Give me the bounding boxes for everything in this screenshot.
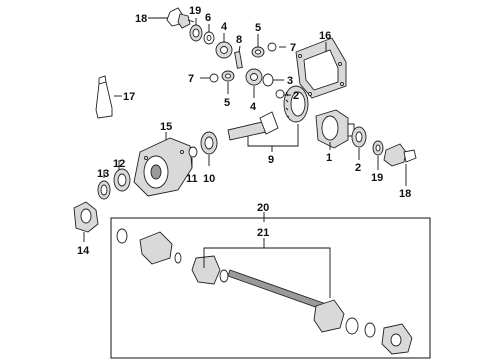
callout-18-top: 18 xyxy=(135,13,147,25)
callout-9: 9 xyxy=(268,154,274,166)
callout-6: 6 xyxy=(205,12,211,24)
callout-19-right: 19 xyxy=(371,172,383,184)
callout-11: 11 xyxy=(186,173,198,185)
callout-13: 13 xyxy=(97,168,109,180)
callout-18-right: 18 xyxy=(399,188,411,200)
part-5-pinion-gear-top xyxy=(251,46,265,58)
callout-1: 1 xyxy=(326,152,332,164)
part-17-sealant-tube xyxy=(95,75,113,119)
part-2-bearing-mid xyxy=(275,89,285,99)
leader-lines xyxy=(83,17,407,298)
callout-21: 21 xyxy=(257,227,269,239)
part-19-seal-right xyxy=(372,140,384,156)
callout-2-mid: 2 xyxy=(293,90,299,102)
callout-5-top: 5 xyxy=(255,22,261,34)
part-3-washer xyxy=(262,73,274,87)
callout-labels: 18 19 6 4 8 5 7 16 17 7 5 4 3 2 15 9 1 2… xyxy=(77,5,411,257)
part-13-seal xyxy=(97,180,111,200)
part-7-thrust-washer-right xyxy=(267,42,277,52)
callout-17: 17 xyxy=(123,91,135,103)
callout-4-mid: 4 xyxy=(250,101,257,113)
callout-2-right: 2 xyxy=(355,162,361,174)
callout-10: 10 xyxy=(203,173,215,185)
callout-12: 12 xyxy=(113,158,125,170)
axle-assembly-box xyxy=(110,217,431,359)
callout-16: 16 xyxy=(319,30,331,42)
part-16-cover-plate xyxy=(295,37,347,99)
callout-3: 3 xyxy=(287,75,293,87)
callout-7-left: 7 xyxy=(188,73,194,85)
part-2-bearing-right xyxy=(351,126,367,148)
callout-4-top: 4 xyxy=(221,21,228,33)
callout-5-mid: 5 xyxy=(224,97,230,109)
callout-8: 8 xyxy=(236,34,242,46)
part-8-pinion-shaft xyxy=(234,51,243,69)
part-5-pinion-gear-mid xyxy=(221,70,235,82)
part-10-bearing xyxy=(200,131,218,155)
callout-15: 15 xyxy=(160,121,172,133)
callout-14: 14 xyxy=(77,245,90,257)
part-7-thrust-washer-left xyxy=(209,73,219,83)
callout-7-right: 7 xyxy=(290,42,296,54)
part-4-side-gear-mid xyxy=(245,68,263,86)
part-12-bearing xyxy=(113,168,131,192)
part-4-side-gear-top xyxy=(215,41,233,59)
callout-20: 20 xyxy=(257,202,269,214)
part-18-flange-yoke-right xyxy=(383,143,417,167)
part-18-flange-yoke-top xyxy=(166,7,195,29)
part-11-spacer xyxy=(188,146,198,158)
part-14-companion-flange xyxy=(73,201,99,233)
callout-19-top: 19 xyxy=(189,5,201,17)
part-15-carrier-housing xyxy=(133,137,193,197)
drive-axle-shaft xyxy=(116,228,413,355)
part-1-differential-case xyxy=(315,109,355,149)
